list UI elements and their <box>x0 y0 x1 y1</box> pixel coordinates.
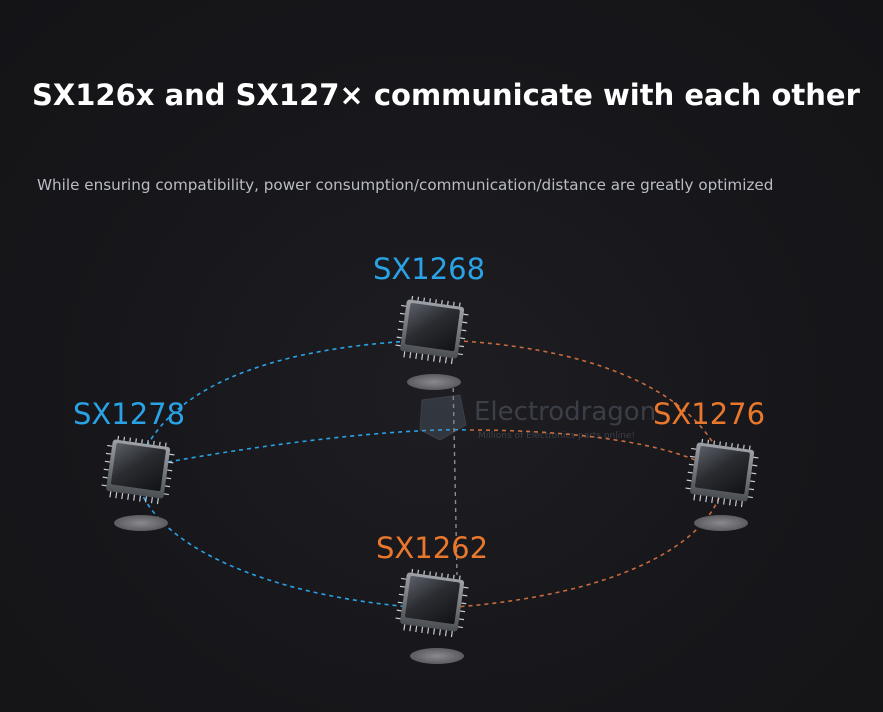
ring-blue-bottom-left <box>139 489 426 609</box>
chip-icon <box>685 438 759 508</box>
chip-shadow <box>114 515 168 531</box>
ring-orange-top-right <box>439 339 723 461</box>
chip-icon <box>395 295 469 365</box>
node-sx1278: SX1278 <box>73 397 185 531</box>
watermark-tagline: Millions of Electronics parts online! <box>478 431 635 441</box>
ring-orange-bottom-right <box>439 489 723 609</box>
page-title: SX126x and SX127× communicate with each … <box>32 78 860 112</box>
page-subtitle: While ensuring compatibility, power cons… <box>37 176 774 194</box>
chip-label-sx1268: SX1268 <box>373 252 485 286</box>
node-sx1276: SX1276 <box>653 397 765 531</box>
cross-link-vertical <box>452 379 458 576</box>
ring-blue-top-left <box>139 339 433 461</box>
chip-shadow <box>410 648 464 664</box>
connection-ring <box>139 339 723 609</box>
chip-icon <box>101 435 175 505</box>
chip-label-sx1262: SX1262 <box>376 531 488 565</box>
chip-label-sx1278: SX1278 <box>73 397 185 431</box>
chip-icon <box>395 568 469 638</box>
chip-label-sx1276: SX1276 <box>653 397 765 431</box>
watermark: Electrodragon Millions of Electronics pa… <box>419 394 656 441</box>
watermark-brand: Electrodragon <box>474 397 656 427</box>
node-sx1262: SX1262 <box>376 531 488 664</box>
cross-link-horizontal <box>167 428 701 463</box>
watermark-logo-icon <box>419 394 467 441</box>
chip-shadow <box>694 515 748 531</box>
chip-shadow <box>407 374 461 390</box>
node-sx1268: SX1268 <box>373 252 485 390</box>
